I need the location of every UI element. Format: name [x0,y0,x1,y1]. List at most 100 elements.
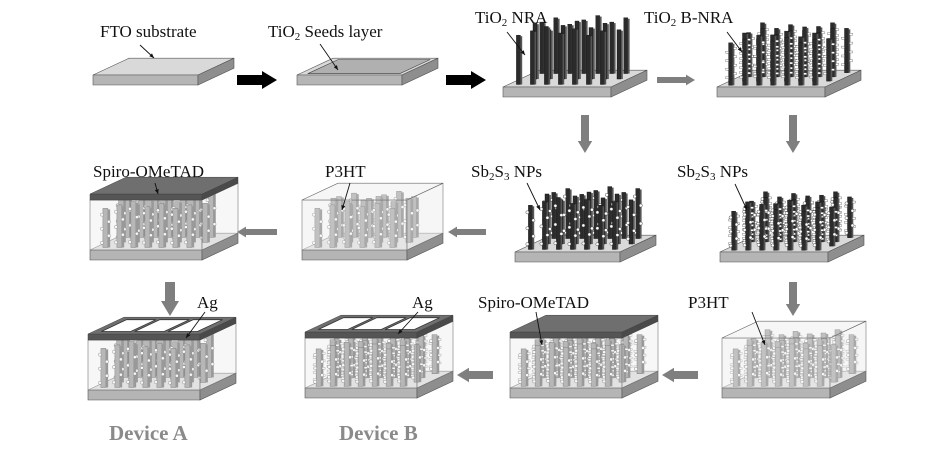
branch [835,43,839,47]
sb-right-substrate-front [719,251,829,263]
nanorod-shade [133,342,137,388]
nanoparticle [156,208,160,213]
arrow-sb-to-p3ht [448,226,486,238]
nanorod-shade [806,27,809,77]
nanoparticle [742,243,747,248]
branch [739,42,743,45]
branch [838,220,842,223]
nanorod-shade [546,202,549,250]
branch [770,211,774,215]
branch [781,40,785,44]
spiro-a-htl-front [89,199,203,251]
nanoparticle [204,354,209,359]
branch [750,229,754,232]
fto-substrate-seeds-side [401,57,439,86]
nanoparticle [804,236,809,241]
nanoparticle [204,368,209,373]
nanoparticle [429,339,433,343]
nanorod-shade [155,339,158,378]
nanorod-shade [602,206,605,250]
branch [784,223,788,226]
branch [817,53,821,56]
nanoparticle [182,380,186,385]
spiro-a-substrate-front [89,249,203,261]
nanoparticle [142,211,146,215]
nanoparticle [436,346,440,350]
branch [849,59,853,62]
nanoparticle [728,215,733,220]
nanoparticle [832,232,837,237]
branch [835,28,839,31]
branch [793,30,797,33]
nanoparticle [98,366,102,371]
branch [803,64,807,67]
branch [789,61,793,65]
label-ag-a: Ag [197,293,218,312]
branch [784,214,788,218]
branch [844,204,848,208]
branch [728,226,732,230]
branch [765,34,769,37]
branch [761,51,765,54]
branch [739,71,743,74]
nanorod-shade [627,18,630,74]
nanorod-shade [537,24,539,80]
nanorod-shade [760,36,763,86]
branch [812,237,816,240]
nanorod-shade [621,30,623,80]
branch [725,59,729,62]
nanoparticle [818,220,823,225]
nanoparticle [567,225,572,230]
label-device-a: Device A [109,421,188,445]
branch [753,45,757,48]
nanoparticle [436,360,440,364]
arrow-fto-to-seeds [237,71,277,89]
branch [809,66,813,69]
nanoparticle [587,214,592,219]
branch [809,52,813,55]
nanorod-shade [149,207,153,248]
nanorod [544,26,549,85]
nanorod-shade [135,344,138,383]
nanorod [581,19,586,74]
nanoparticle [100,240,104,245]
nanorod [623,17,628,74]
branch [747,71,751,75]
nanorod-shade [165,197,168,243]
branch [437,353,442,357]
nanoparticle [163,216,167,221]
branch [841,54,845,58]
branch [820,212,824,215]
nanoparticle [553,241,558,246]
branch [826,222,830,225]
device-a-substrate-front [87,389,201,401]
branch [812,224,816,227]
nanoparticle [762,234,767,239]
nanoparticle [191,217,195,222]
nanoparticle [826,239,831,244]
nanoparticle [184,240,188,245]
nanorod-shade [189,345,193,388]
branch [742,224,746,227]
nanorod [826,38,831,82]
nanorod-shade [605,198,607,245]
fto-substrate-seeds-front [296,74,403,86]
arrow-sb-right-down [785,282,801,316]
nanorod [756,35,761,86]
nanoparticle [128,207,132,211]
branch [437,338,442,341]
branch [765,28,769,31]
p3ht-a-layer-front [301,199,408,251]
branch [739,75,743,79]
nanoparticle [615,215,620,220]
nanoparticle [212,206,217,210]
fto-substrate-front [92,74,199,86]
nanoparticle [822,213,827,217]
branch [835,63,839,66]
branch [824,205,828,208]
nanoparticle [531,218,536,223]
branch [770,217,774,220]
spiro-b-htl-front [509,337,623,389]
branch [810,200,814,204]
nanoparticle [776,221,781,226]
